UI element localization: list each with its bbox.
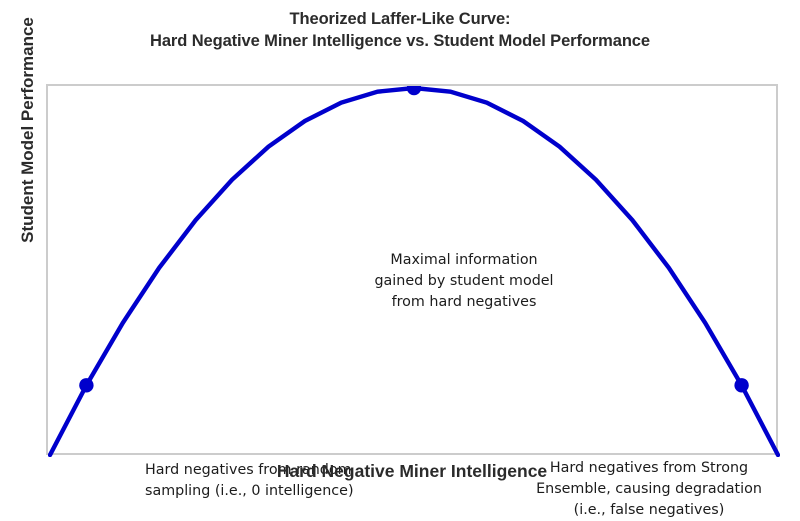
annotation-random-sampling: Hard negatives from random sampling (i.e… — [145, 460, 354, 502]
annotation-right-line-2: Ensemble, causing degradation — [536, 481, 762, 497]
marker-maximal-information — [406, 86, 422, 96]
annotation-maximal-information: Maximal information gained by student mo… — [344, 250, 584, 313]
annotation-peak-line-2: gained by student model — [374, 273, 554, 289]
annotation-left-line-2: sampling (i.e., 0 intelligence) — [145, 483, 354, 499]
marker-strong-ensemble — [734, 378, 749, 393]
annotation-peak-line-3: from hard negatives — [391, 294, 537, 310]
x-axis-label: Hard Negative Miner Intelligence — [276, 461, 548, 481]
chart-title-line-1: Theorized Laffer-Like Curve: — [289, 10, 511, 28]
curve-svg — [48, 86, 780, 457]
chart-title-line-2: Hard Negative Miner Intelligence vs. Stu… — [150, 32, 650, 50]
plot-area: Maximal information gained by student mo… — [46, 84, 780, 518]
marker-random-sampling — [79, 378, 94, 393]
chart-title: Theorized Laffer-Like Curve: Hard Negati… — [0, 8, 800, 52]
y-axis-label: Student Model Performance — [18, 17, 37, 243]
chart-figure: Theorized Laffer-Like Curve: Hard Negati… — [0, 8, 800, 518]
annotation-peak-line-1: Maximal information — [390, 252, 538, 268]
annotation-right-line-3: (i.e., false negatives) — [573, 502, 725, 518]
annotation-right-line-1: Hard negatives from Strong — [549, 460, 749, 476]
annotation-left-line-1: Hard negatives from random — [145, 462, 352, 478]
